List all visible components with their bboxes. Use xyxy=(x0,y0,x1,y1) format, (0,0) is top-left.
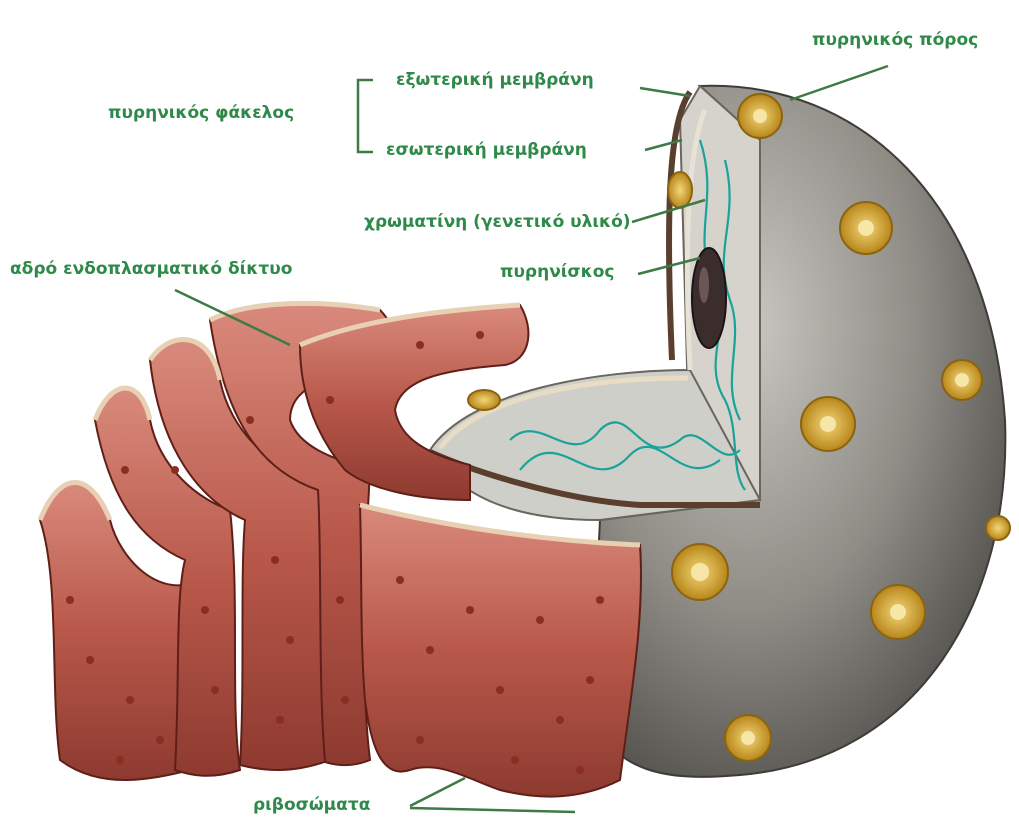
ribosome xyxy=(246,416,254,424)
ribosome xyxy=(476,331,484,339)
ribosome xyxy=(416,736,424,744)
leader-nuclear-pore xyxy=(790,66,888,100)
ribosome xyxy=(126,696,134,704)
ribosome xyxy=(466,606,474,614)
ribosome xyxy=(426,646,434,654)
er-sheet-front xyxy=(360,505,641,797)
label-nucleolus: πυρηνίσκος xyxy=(500,262,614,282)
ribosome xyxy=(201,606,209,614)
ribosome xyxy=(211,686,219,694)
ribosome xyxy=(416,341,424,349)
nuclear-pore-cut xyxy=(668,172,692,208)
ribosome xyxy=(86,656,94,664)
nuclear-pore xyxy=(738,94,782,138)
ribosome xyxy=(556,716,564,724)
nuclear-pore xyxy=(986,516,1010,540)
ribosome xyxy=(341,696,349,704)
ribosome xyxy=(171,466,179,474)
label-nuclear-pore: πυρηνικός πόρος xyxy=(812,30,978,50)
label-inner-membrane: εσωτερική μεμβράνη xyxy=(386,140,587,160)
nuclear-pore xyxy=(871,585,925,639)
nuclear-pore xyxy=(725,715,771,761)
nuclear-pore xyxy=(672,544,728,600)
leader-outer-membrane xyxy=(640,88,690,96)
label-nuclear-envelope: πυρηνικός φάκελος xyxy=(108,103,294,123)
ribosome xyxy=(116,756,124,764)
nuclear-pore-cut xyxy=(468,390,500,410)
ribosome xyxy=(121,466,129,474)
ribosome xyxy=(536,616,544,624)
leader-ribosomes-2 xyxy=(410,808,575,812)
nuclear-pore xyxy=(942,360,982,400)
ribosome xyxy=(396,576,404,584)
label-outer-membrane: εξωτερική μεμβράνη xyxy=(396,70,594,90)
label-ribosomes: ριβοσώματα xyxy=(253,795,370,815)
ribosome xyxy=(496,686,504,694)
nucleolus xyxy=(692,248,726,348)
ribosome xyxy=(276,716,284,724)
ribosome xyxy=(286,636,294,644)
leader-ribosomes-1 xyxy=(410,778,465,806)
label-chromatin: χρωματίνη (γενετικό υλικό) xyxy=(364,212,631,232)
ribosome xyxy=(66,596,74,604)
nucleolus-highlight xyxy=(699,267,709,303)
ribosome xyxy=(586,676,594,684)
ribosome xyxy=(336,596,344,604)
nuclear-pore xyxy=(801,397,855,451)
nuclear-pore xyxy=(840,202,892,254)
ribosome xyxy=(596,596,604,604)
ribosome xyxy=(511,756,519,764)
envelope-bracket xyxy=(358,80,373,152)
ribosome xyxy=(156,736,164,744)
rough-er xyxy=(40,303,641,796)
ribosome xyxy=(576,766,584,774)
label-rough-er: αδρό ενδοπλασματικό δίκτυο xyxy=(10,259,292,279)
ribosome xyxy=(271,556,279,564)
ribosome xyxy=(326,396,334,404)
